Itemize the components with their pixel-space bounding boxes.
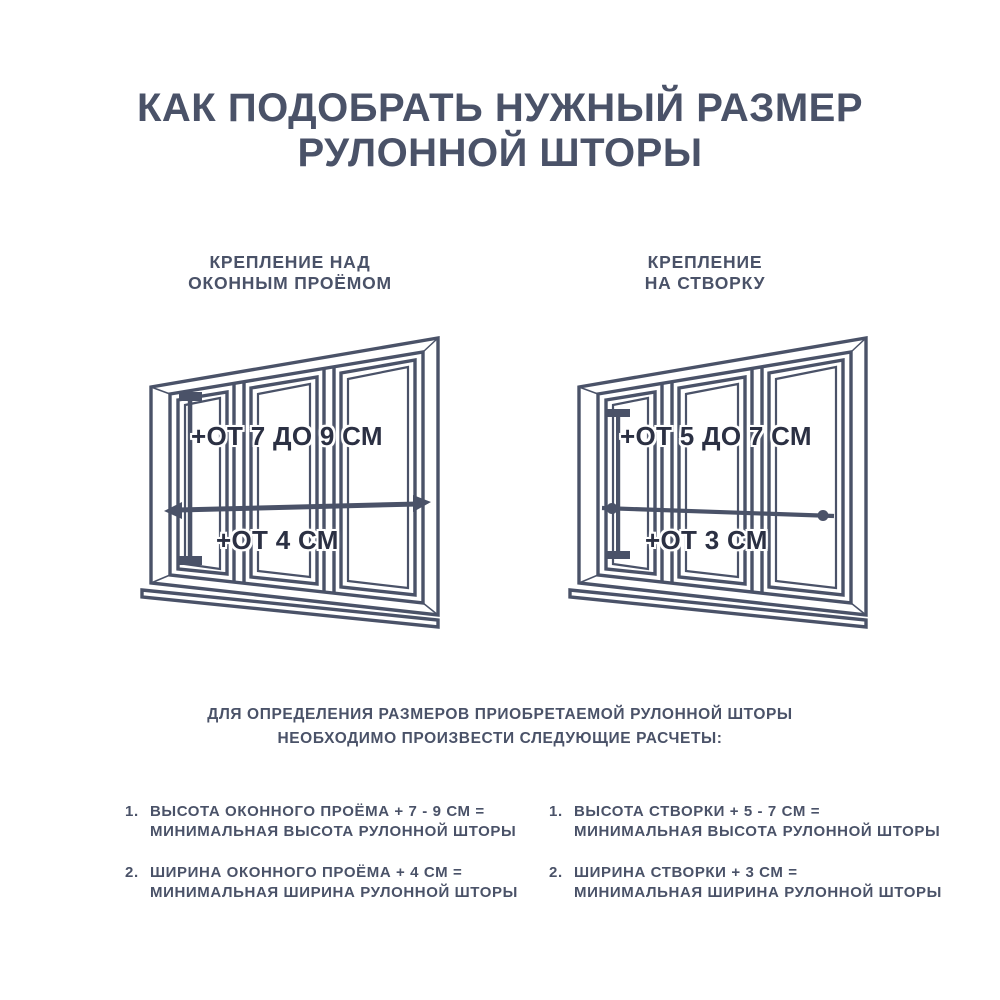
- window-frame: [568, 335, 868, 629]
- intro-text: ДЛЯ ОПРЕДЕЛЕНИЯ РАЗМЕРОВ ПРИОБРЕТАЕМОЙ Р…: [0, 703, 1000, 751]
- window-frame: [140, 335, 440, 629]
- height-dimension-arrow: [607, 409, 630, 559]
- intro-line2: НЕОБХОДИМО ПРОИЗВЕСТИ СЛЕДУЮЩИЕ РАСЧЕТЫ:: [277, 730, 723, 747]
- item-number: 1.: [125, 803, 139, 820]
- list-item: 2. ШИРИНА ОКОННОГО ПРОЁМА + 4 СМ = МИНИМ…: [125, 863, 535, 903]
- page-title-line1: КАК ПОДОБРАТЬ НУЖНЫЙ РАЗМЕР: [137, 86, 863, 130]
- item-result: МИНИМАЛЬНАЯ ВЫСОТА РУЛОННОЙ ШТОРЫ: [574, 823, 941, 840]
- window-sill: [568, 588, 868, 629]
- list-item: 1. ВЫСОТА СТВОРКИ + 5 - 7 СМ = МИНИМАЛЬН…: [549, 802, 959, 842]
- page-title: КАК ПОДОБРАТЬ НУЖНЫЙ РАЗМЕР РУЛОННОЙ ШТО…: [0, 86, 1000, 176]
- height-dimension-arrow: [179, 392, 202, 565]
- sash-width-allowance-label: +ОТ 3 СМ: [645, 525, 768, 555]
- item-number: 2.: [125, 864, 139, 881]
- width-dimension-arrow: [164, 495, 431, 519]
- intro-line1: ДЛЯ ОПРЕДЕЛЕНИЯ РАЗМЕРОВ ПРИОБРЕТАЕМОЙ Р…: [207, 706, 793, 723]
- item-formula: ШИРИНА ОКОННОГО ПРОЁМА + 4 СМ =: [150, 864, 463, 881]
- overhead-height-allowance-label: +ОТ 7 ДО 9 СМ: [191, 421, 383, 451]
- heading-sash-mount: КРЕПЛЕНИЕ НА СТВОРКУ: [545, 252, 865, 294]
- window-sill: [140, 588, 440, 629]
- item-number: 2.: [549, 864, 563, 881]
- heading-overhead-line2: ОКОННЫМ ПРОЁМОМ: [188, 273, 392, 293]
- calculations-overhead-list: 1. ВЫСОТА ОКОННОГО ПРОЁМА + 7 - 9 СМ = М…: [125, 802, 535, 924]
- heading-overhead-mount: КРЕПЛЕНИЕ НАД ОКОННЫМ ПРОЁМОМ: [130, 252, 450, 294]
- item-formula: ВЫСОТА СТВОРКИ + 5 - 7 СМ =: [574, 803, 821, 820]
- item-result: МИНИМАЛЬНАЯ ШИРИНА РУЛОННОЙ ШТОРЫ: [574, 884, 942, 901]
- list-item: 1. ВЫСОТА ОКОННОГО ПРОЁМА + 7 - 9 СМ = М…: [125, 802, 535, 842]
- window-diagram-sash-mount: [568, 335, 868, 629]
- width-dimension-arrow: [601, 503, 835, 521]
- item-formula: ШИРИНА СТВОРКИ + 3 СМ =: [574, 864, 798, 881]
- item-result: МИНИМАЛЬНАЯ ВЫСОТА РУЛОННОЙ ШТОРЫ: [150, 823, 517, 840]
- overhead-width-allowance-label: +ОТ 4 СМ: [216, 525, 339, 555]
- list-item: 2. ШИРИНА СТВОРКИ + 3 СМ = МИНИМАЛЬНАЯ Ш…: [549, 863, 959, 903]
- sash-height-allowance-label: +ОТ 5 ДО 7 СМ: [620, 421, 812, 451]
- heading-sash-line1: КРЕПЛЕНИЕ: [647, 252, 763, 272]
- calculations-sash-list: 1. ВЫСОТА СТВОРКИ + 5 - 7 СМ = МИНИМАЛЬН…: [549, 802, 959, 924]
- item-number: 1.: [549, 803, 563, 820]
- window-diagram-overhead-mount: [140, 335, 440, 629]
- item-formula: ВЫСОТА ОКОННОГО ПРОЁМА + 7 - 9 СМ =: [150, 803, 485, 820]
- page-title-line2: РУЛОННОЙ ШТОРЫ: [297, 131, 703, 175]
- heading-sash-line2: НА СТВОРКУ: [644, 273, 766, 293]
- item-result: МИНИМАЛЬНАЯ ШИРИНА РУЛОННОЙ ШТОРЫ: [150, 884, 518, 901]
- heading-overhead-line1: КРЕПЛЕНИЕ НАД: [209, 252, 371, 272]
